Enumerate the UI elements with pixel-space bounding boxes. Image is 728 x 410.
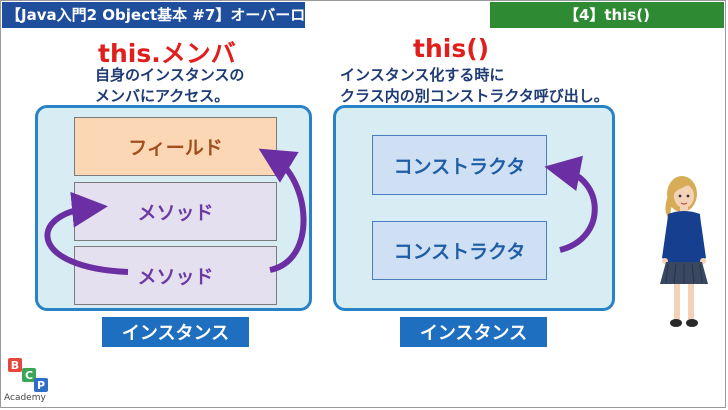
right-subtitle-line2: クラス内の別コンストラクタ呼び出し。 [340, 87, 609, 105]
left-subtitle-line1: 自身のインスタンスの [95, 66, 245, 84]
left-title: this.メンバ [98, 39, 236, 68]
method-box-2: メソッド [74, 246, 277, 305]
section-title: 【4】this() [490, 2, 724, 28]
method-to-field-arrow [258, 148, 307, 273]
logo-letter-b: B [11, 359, 19, 372]
right-instance-label: インスタンス [400, 317, 547, 347]
method-box-1: メソッド [74, 182, 277, 241]
left-subtitle-line2: メンバにアクセス。 [95, 87, 230, 105]
constructor-call-arrow [544, 155, 598, 253]
field-box: フィールド [74, 117, 277, 176]
header-title: 【Java入門2 Object基本 #7】オーバーロード [2, 2, 335, 28]
bcp-academy-logo: B C P [8, 358, 48, 392]
logo-name: Academy [4, 393, 46, 403]
constructor-box-2: コンストラクタ [372, 221, 547, 280]
logo-letter-c: C [25, 369, 33, 382]
presenter-character-illustration [660, 176, 708, 327]
right-subtitle-line1: インスタンス化する時に [340, 66, 505, 84]
right-title: this() [413, 34, 490, 63]
left-instance-label: インスタンス [102, 317, 249, 347]
logo-letter-p: P [37, 379, 45, 392]
constructor-box-1: コンストラクタ [372, 135, 547, 195]
method-to-method-arrow [44, 191, 129, 275]
